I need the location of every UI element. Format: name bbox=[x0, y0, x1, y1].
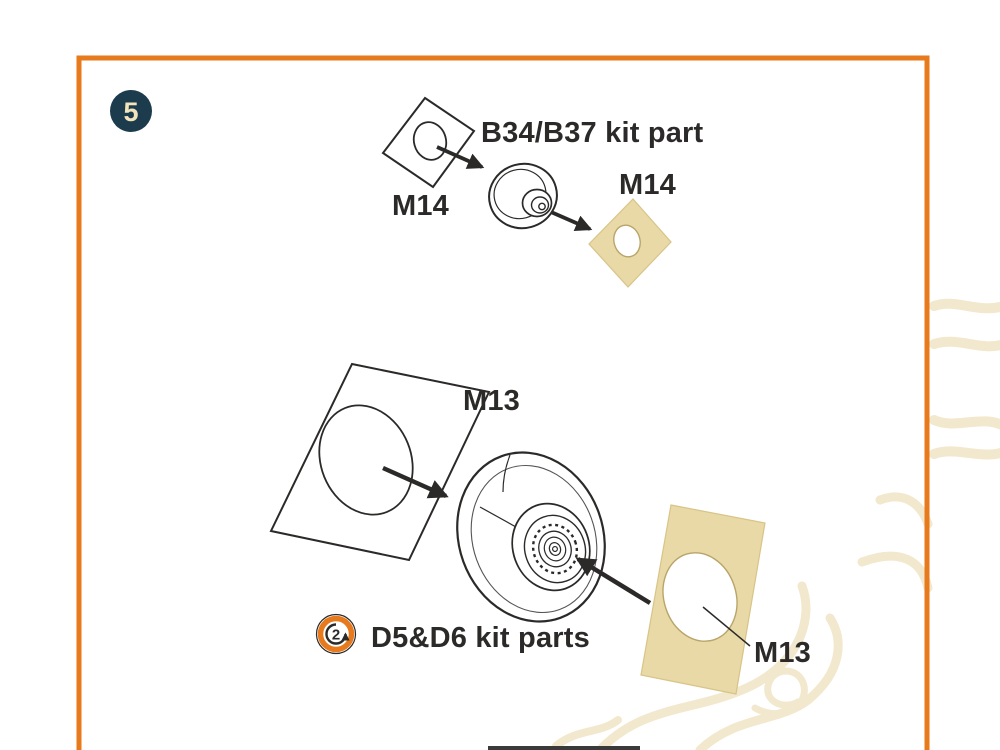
mask-hole bbox=[318, 404, 414, 516]
arrow-mask-to-wheel-large bbox=[382, 465, 449, 499]
hub-outer bbox=[521, 188, 553, 218]
kit-parts-label-bottom: D5&D6 kit parts bbox=[371, 622, 590, 654]
watermark-pattern bbox=[552, 298, 1000, 750]
arrow-mask-to-hub bbox=[575, 557, 652, 605]
arrow-mask-to-wheel bbox=[436, 145, 485, 169]
wheel-small bbox=[488, 162, 558, 230]
mask-hole bbox=[412, 121, 448, 161]
mask-m14-right bbox=[588, 198, 672, 288]
wheel-large bbox=[456, 451, 606, 623]
step-badge: 5 bbox=[110, 90, 152, 132]
kit-part-label-top: B34/B37 kit part bbox=[481, 117, 704, 149]
quantity-icon: 2 bbox=[315, 613, 357, 655]
axle-hole bbox=[538, 202, 546, 211]
quantity-number: 2 bbox=[332, 627, 340, 644]
hub-inner bbox=[530, 196, 550, 214]
label-leader-line bbox=[702, 606, 751, 647]
sidewall-line bbox=[493, 168, 547, 220]
m13-left-label: M13 bbox=[463, 385, 520, 417]
mask-m13-right bbox=[640, 504, 766, 695]
m13-right-label: M13 bbox=[754, 637, 811, 669]
tread-seam bbox=[502, 454, 511, 493]
mask-m13-left bbox=[269, 362, 491, 562]
mask-m14-left bbox=[381, 96, 476, 189]
bottom-assembly: M13 M13 bbox=[269, 362, 811, 695]
step-badge-circle bbox=[110, 90, 152, 132]
page-bottom-edge bbox=[488, 746, 640, 750]
step-number: 5 bbox=[123, 97, 138, 127]
hub-detail bbox=[523, 514, 587, 584]
sidewall-line bbox=[470, 464, 598, 614]
top-assembly: M14 B34/B37 kit part M14 bbox=[381, 96, 704, 288]
frame-border bbox=[76, 55, 930, 750]
rotate-arrow-icon bbox=[325, 623, 350, 645]
arrow-wheel-to-mask bbox=[550, 210, 593, 231]
quantity-icon-ring bbox=[317, 615, 355, 653]
mask-hole bbox=[613, 224, 641, 258]
m14-left-label: M14 bbox=[392, 190, 449, 222]
m14-right-label: M14 bbox=[619, 169, 676, 201]
